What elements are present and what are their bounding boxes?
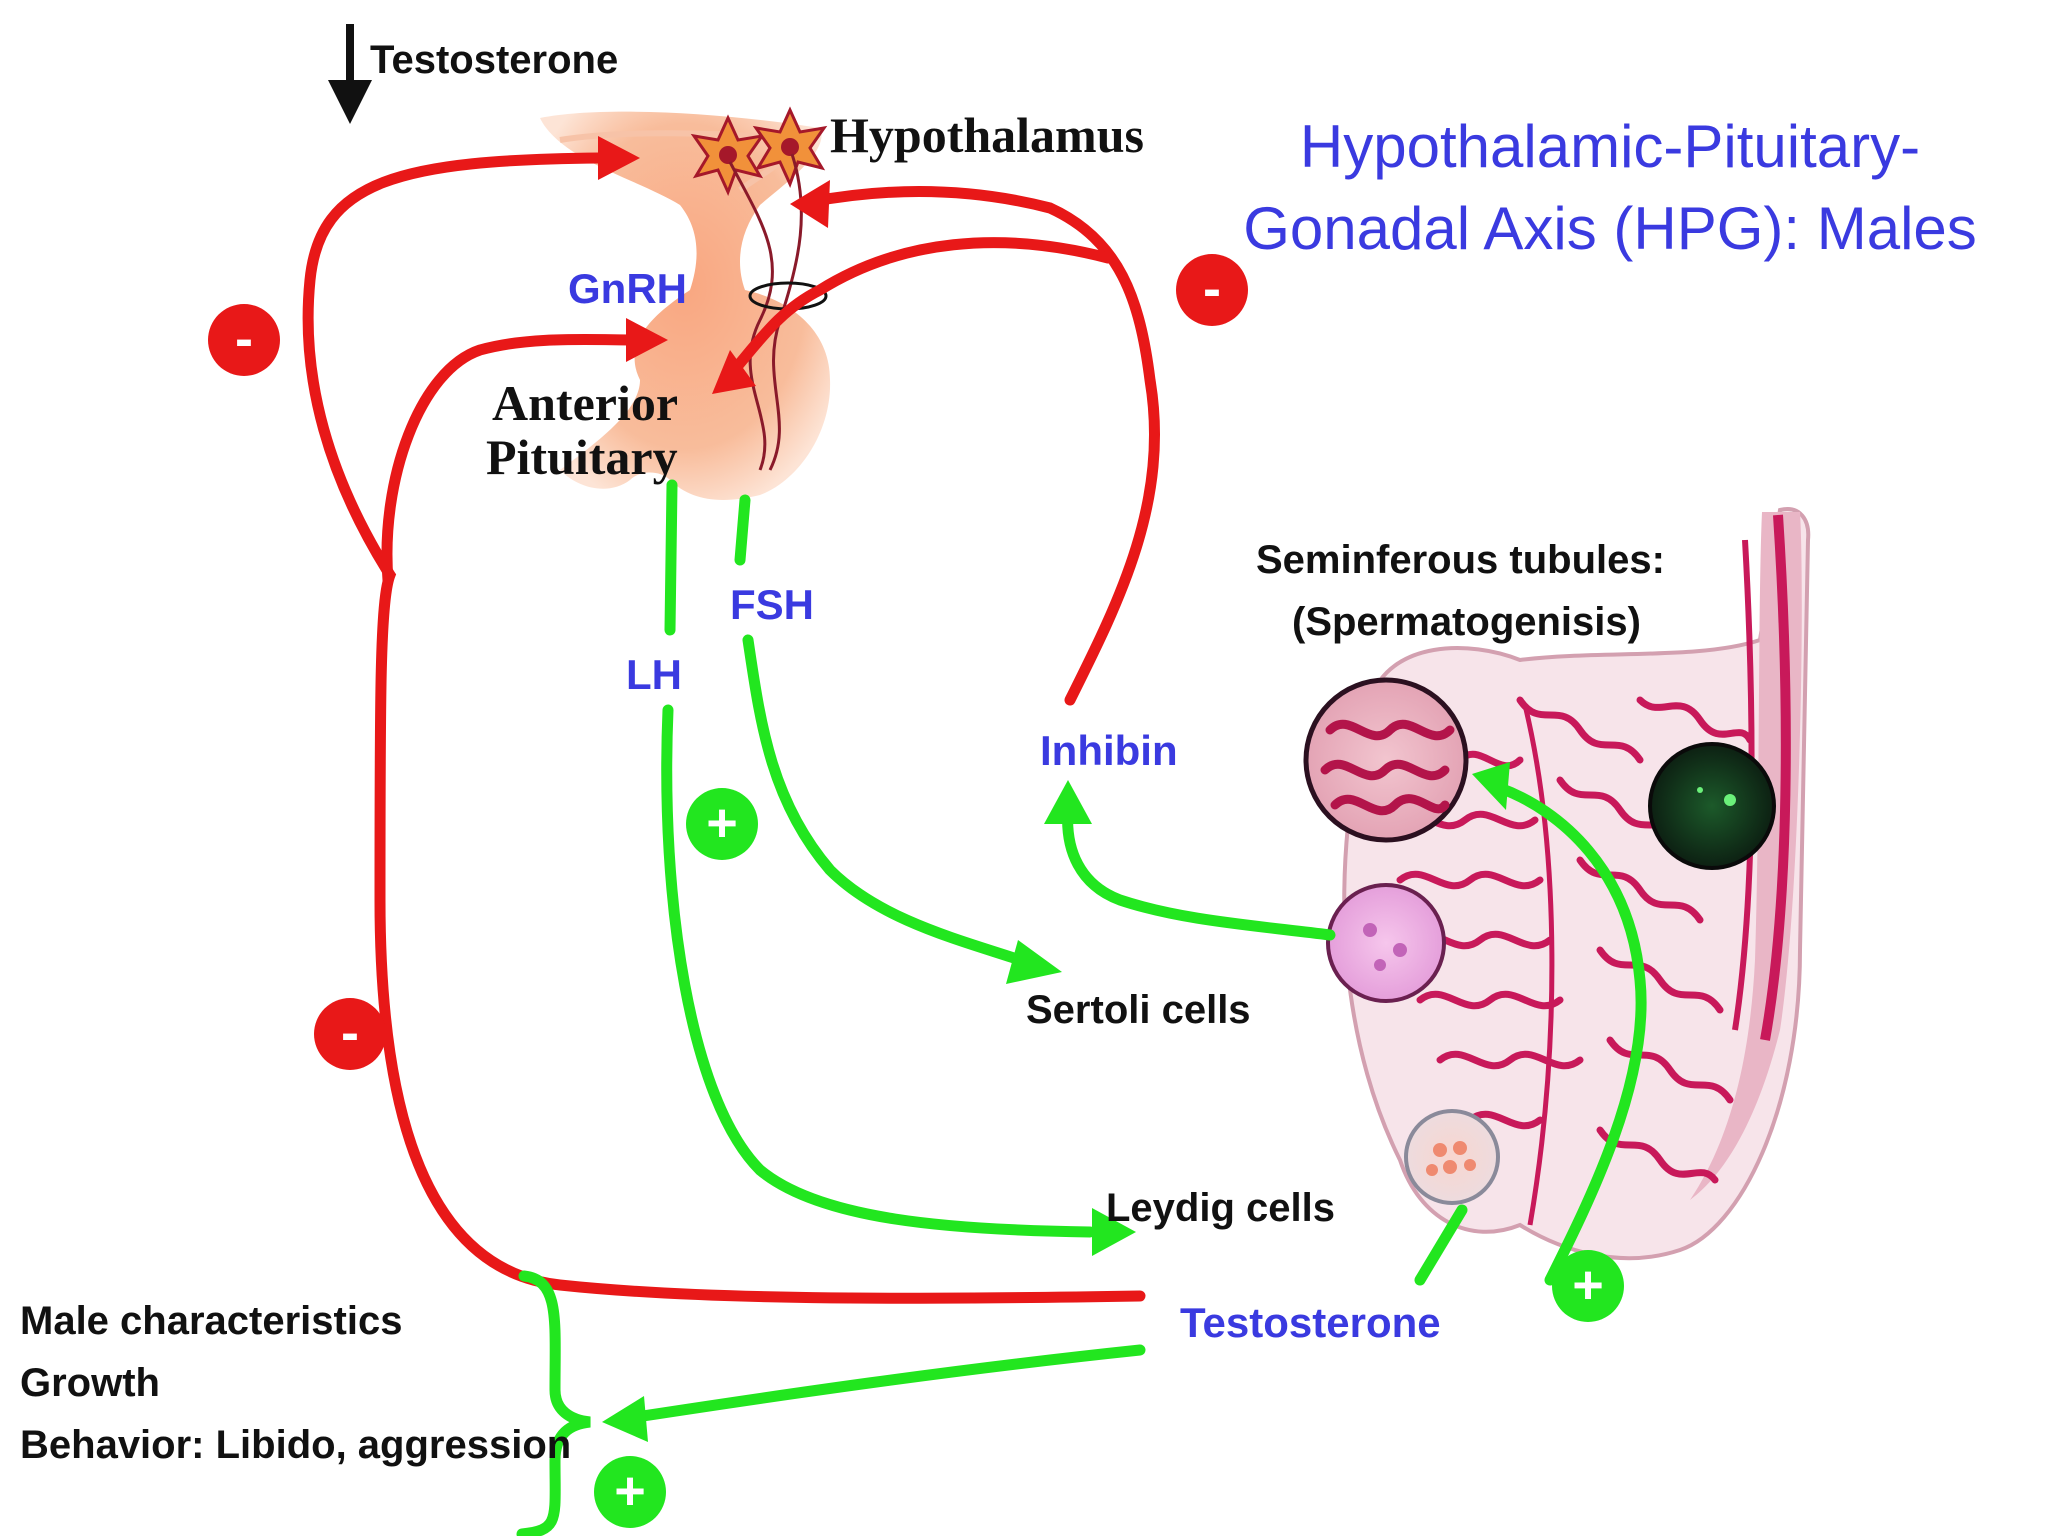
plus-sign-icon: + (686, 788, 758, 860)
minus-sign-icon: - (1176, 254, 1248, 326)
sertoli-to-inhibin (1062, 804, 1336, 941)
pituitary-label: Pituitary (486, 429, 678, 485)
minus-sign-icon: - (208, 304, 280, 376)
gnrh-label: GnRH (568, 265, 687, 312)
effect-item: Male characteristics (20, 1299, 403, 1343)
leydig-to-testosterone (1414, 1204, 1468, 1286)
effect-item: Behavior: Libido, aggression (20, 1423, 572, 1467)
leydig-cell (1404, 1109, 1500, 1205)
seminiferous-tubules-label: Seminferous tubules: (1256, 538, 1665, 582)
anterior-label: Anterior (492, 375, 679, 431)
leydig-cells-label: Leydig cells (1106, 1186, 1335, 1230)
dark-tubule-cell (1648, 742, 1776, 870)
sertoli-cells-label: Sertoli cells (1026, 988, 1251, 1032)
fsh-pathway (734, 494, 751, 566)
effect-item: Growth (20, 1361, 160, 1405)
title-line-2: Gonadal Axis (HPG): Males (1243, 195, 1977, 262)
fsh-pathway-lower (742, 634, 1026, 966)
plus-sign-icon: + (594, 1456, 666, 1528)
inhibin-label: Inhibin (1040, 727, 1178, 774)
inhibition-pathways (302, 152, 1161, 1304)
inhibin-to-hypothalamus-feedback (804, 186, 1161, 706)
inhibition-arrowheads (598, 136, 830, 394)
lh-pathway (664, 479, 678, 636)
testosterone-output-label: Testosterone (1180, 1299, 1441, 1346)
testis-illustration (1342, 507, 1811, 1261)
testosterone-decrease-label: Testosterone (370, 38, 619, 82)
testosterone-to-tubules (1494, 782, 1647, 1286)
arrowhead-icon (1006, 940, 1062, 984)
plus-sign-icon: + (1552, 1250, 1624, 1322)
hypothalamus-label: Hypothalamus (830, 107, 1144, 163)
stimulation-pathways (516, 479, 1647, 1536)
testosterone-effects-list: Male characteristics Growth Behavior: Li… (20, 1290, 571, 1476)
arrowhead-icon (1472, 762, 1510, 810)
fsh-label: FSH (730, 581, 814, 628)
arrowhead-icon (790, 180, 830, 228)
sertoli-cell (1326, 883, 1446, 1003)
lh-label: LH (626, 651, 682, 698)
arrowhead-icon (602, 1396, 648, 1442)
testosterone-to-hypothalamus-feedback (302, 152, 1146, 1304)
arrowhead-icon (626, 318, 668, 362)
title-line-1: Hypothalamic-Pituitary- (1299, 113, 1921, 180)
arrowhead-icon (1092, 1208, 1136, 1256)
seminiferous-tubule-cell (1303, 677, 1469, 843)
stimulation-arrowheads (602, 762, 1510, 1442)
arrowhead-icon (1044, 780, 1092, 824)
effects-bracket (516, 1270, 591, 1536)
testosterone-to-effects (624, 1344, 1146, 1424)
decrease-arrow-icon (328, 24, 372, 124)
arrowhead-icon (598, 136, 640, 180)
inhibin-to-pituitary-feedback (724, 237, 1114, 381)
diagram-title: Hypothalamic-Pituitary- Gonadal Axis (HP… (1210, 106, 2010, 270)
spermatogenesis-label: (Spermatogenisis) (1292, 600, 1641, 644)
testosterone-to-pituitary-feedback (381, 333, 646, 586)
arrowhead-icon (712, 350, 756, 394)
minus-sign-icon: - (314, 998, 386, 1070)
lh-pathway-lower (661, 704, 1096, 1238)
